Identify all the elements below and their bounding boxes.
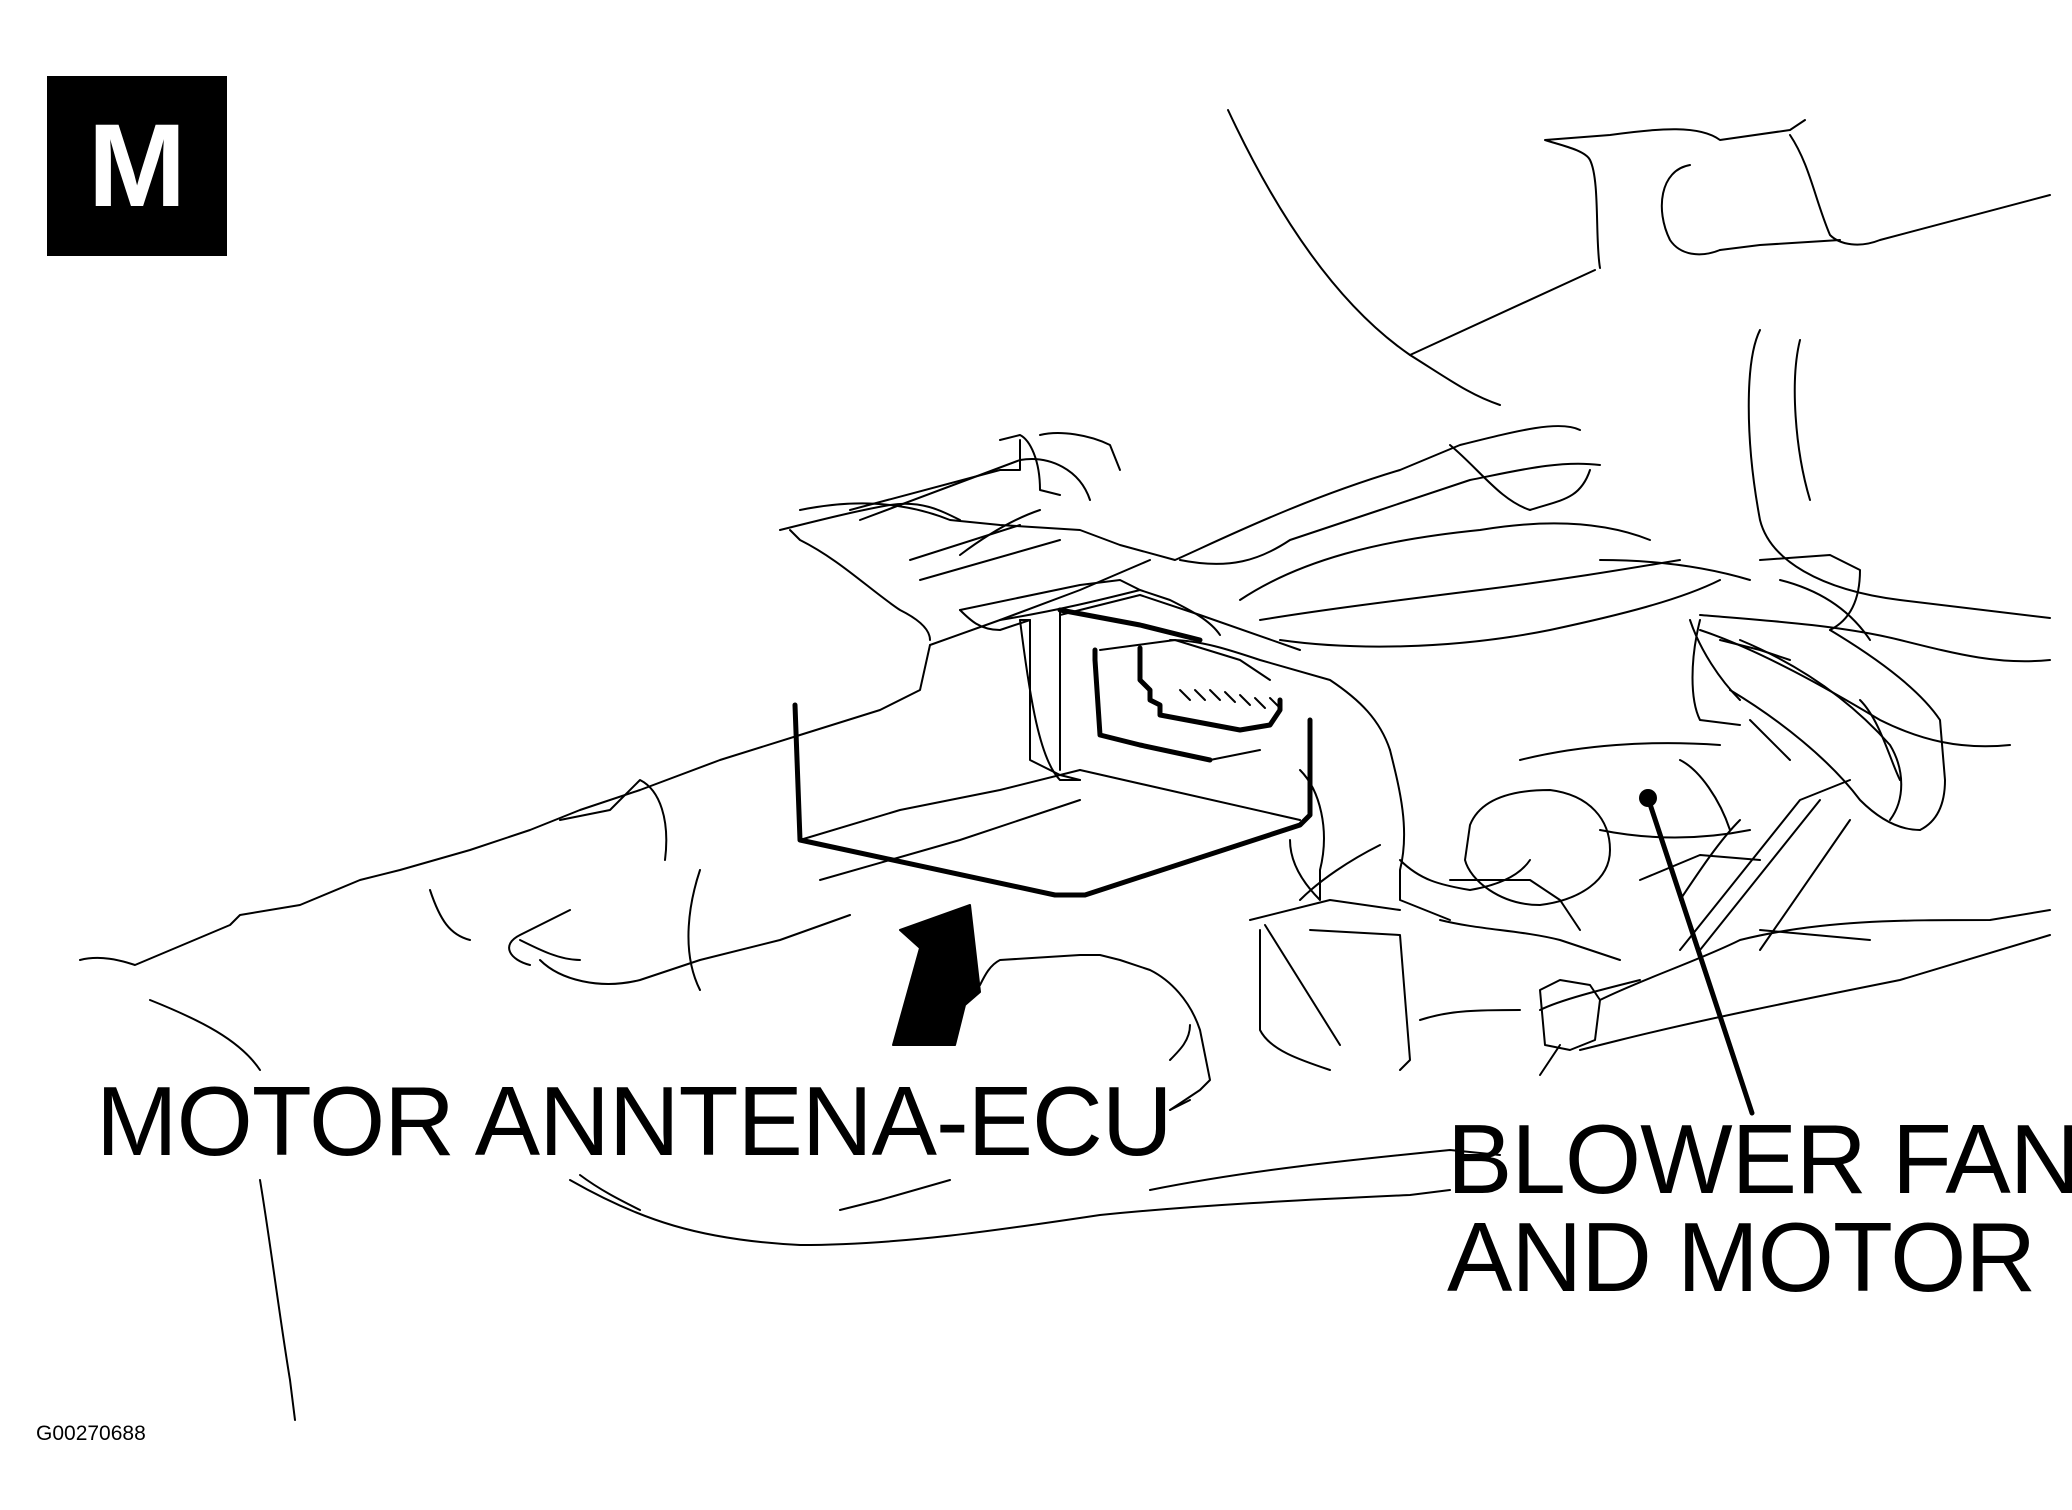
section-badge: M bbox=[47, 76, 227, 256]
ecu-unit bbox=[792, 607, 1313, 898]
panel-lines bbox=[79, 434, 2051, 1421]
figure-code: G00270688 bbox=[36, 1422, 146, 1445]
vehicle-structure-lines bbox=[799, 109, 2051, 831]
ecu-callout-label: MOTOR ANNTENA-ECU bbox=[96, 1066, 1173, 1176]
blower-callout-line1: BLOWER FAN bbox=[1447, 1104, 2072, 1214]
blower-callout-line2: AND MOTOR bbox=[1447, 1202, 2036, 1312]
blower-callout-label: BLOWER FAN AND MOTOR bbox=[1447, 1110, 2072, 1306]
direction-arrow bbox=[892, 904, 981, 1046]
cover-outline bbox=[1059, 594, 1301, 651]
blower-leader bbox=[1639, 789, 1755, 1116]
section-badge-letter: M bbox=[87, 100, 187, 232]
